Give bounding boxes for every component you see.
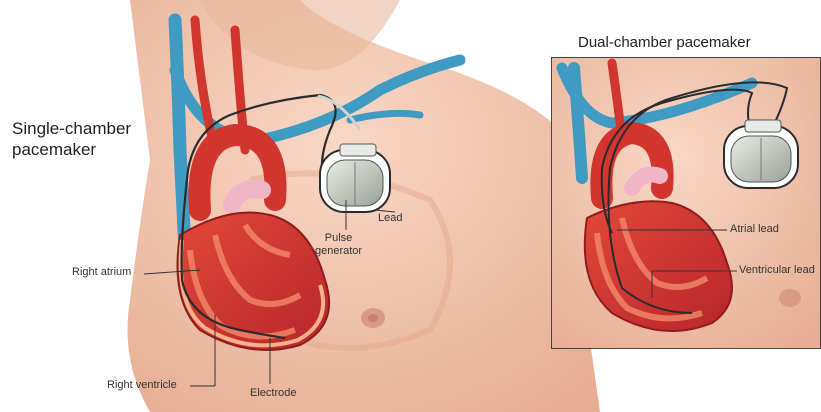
single-chamber-title: Single-chamber pacemaker [12,118,131,160]
dual-pulse-generator [724,120,798,188]
dual-chamber-title: Dual-chamber pacemaker [578,34,751,51]
label-ventricular-lead: Ventricular lead [739,264,815,276]
dual-chamber-inset: Atrial lead Ventricular lead [551,57,821,349]
label-pulse-line1: Pulse [315,232,362,245]
nipple-center [368,314,378,322]
label-electrode: Electrode [250,387,296,399]
label-pulse-line2: generator [315,245,362,258]
single-chamber-title-line2: pacemaker [12,139,131,160]
label-pulse-generator: Pulse generator [315,232,362,258]
dual-vein-vertical [574,68,582,178]
label-right-atrium: Right atrium [72,266,131,278]
label-lead: Lead [378,212,402,224]
dual-chamber-illustration [552,58,820,348]
dual-nipple [779,289,801,307]
pulse-generator [320,144,390,212]
label-atrial-lead: Atrial lead [730,223,779,235]
label-right-ventricle: Right ventricle [107,379,177,391]
single-chamber-title-line1: Single-chamber [12,118,131,139]
